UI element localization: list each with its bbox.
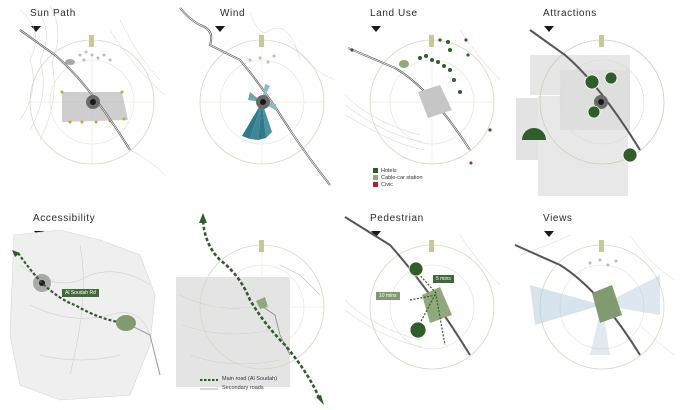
wind-map [179, 7, 336, 186]
pointer-triangle [371, 26, 381, 32]
legend-item-cable-car: Cable-car station [373, 175, 423, 182]
pointer-triangle [544, 26, 554, 32]
legend-item-hotels: Hotels [373, 168, 423, 175]
panel-title-wind: Wind [220, 8, 246, 19]
sun-path-panel: Sun Path [0, 0, 170, 205]
land-use-legend: Hotels Cable-car station Civic [373, 168, 423, 189]
attractions-map [516, 29, 665, 196]
wind-rose [242, 84, 276, 140]
walk-time-5-mins: 5 mins [433, 275, 454, 283]
panel-title-attractions: Attractions [543, 8, 597, 19]
panel-title-pedestrian: Pedestrian [370, 213, 424, 224]
attractions-panel: Attractions [510, 0, 680, 205]
pedestrian-map [344, 216, 501, 370]
views-panel: Views [510, 205, 680, 410]
pointer-triangle [215, 26, 225, 32]
wind-panel: Wind [170, 0, 340, 205]
pointer-triangle [544, 231, 554, 237]
roads-map [176, 213, 325, 405]
pointer-triangle [31, 26, 41, 32]
views-map [514, 234, 676, 370]
land-use-map [344, 29, 501, 165]
pointer-triangle [371, 231, 381, 237]
walk-time-10-mins: 10 mins [376, 292, 400, 300]
pedestrian-panel: Pedestrian 5 mins 10 mins [340, 205, 510, 410]
panel-title-accessibility: Accessibility [33, 213, 96, 224]
legend-item-civic: Civic [373, 182, 423, 189]
road-label-al-soudah: Al Soudah Rd [62, 289, 99, 297]
panel-title-views: Views [543, 213, 573, 224]
sun-path-map [19, 5, 166, 176]
road-legend-main: Main road (Al Soudah) [222, 376, 278, 382]
roads-panel: Main road (Al Soudah) Secondary roads [170, 205, 340, 410]
land-use-panel: Land Use Hotels Cable-car station Civic [340, 0, 510, 205]
accessibility-panel: Accessibility Al Soudah Rd [0, 205, 170, 410]
panel-title-sun-path: Sun Path [30, 8, 76, 19]
panel-title-land-use: Land Use [370, 8, 418, 19]
road-legend-secondary: Secondary roads [222, 385, 264, 391]
accessibility-map [9, 229, 161, 401]
